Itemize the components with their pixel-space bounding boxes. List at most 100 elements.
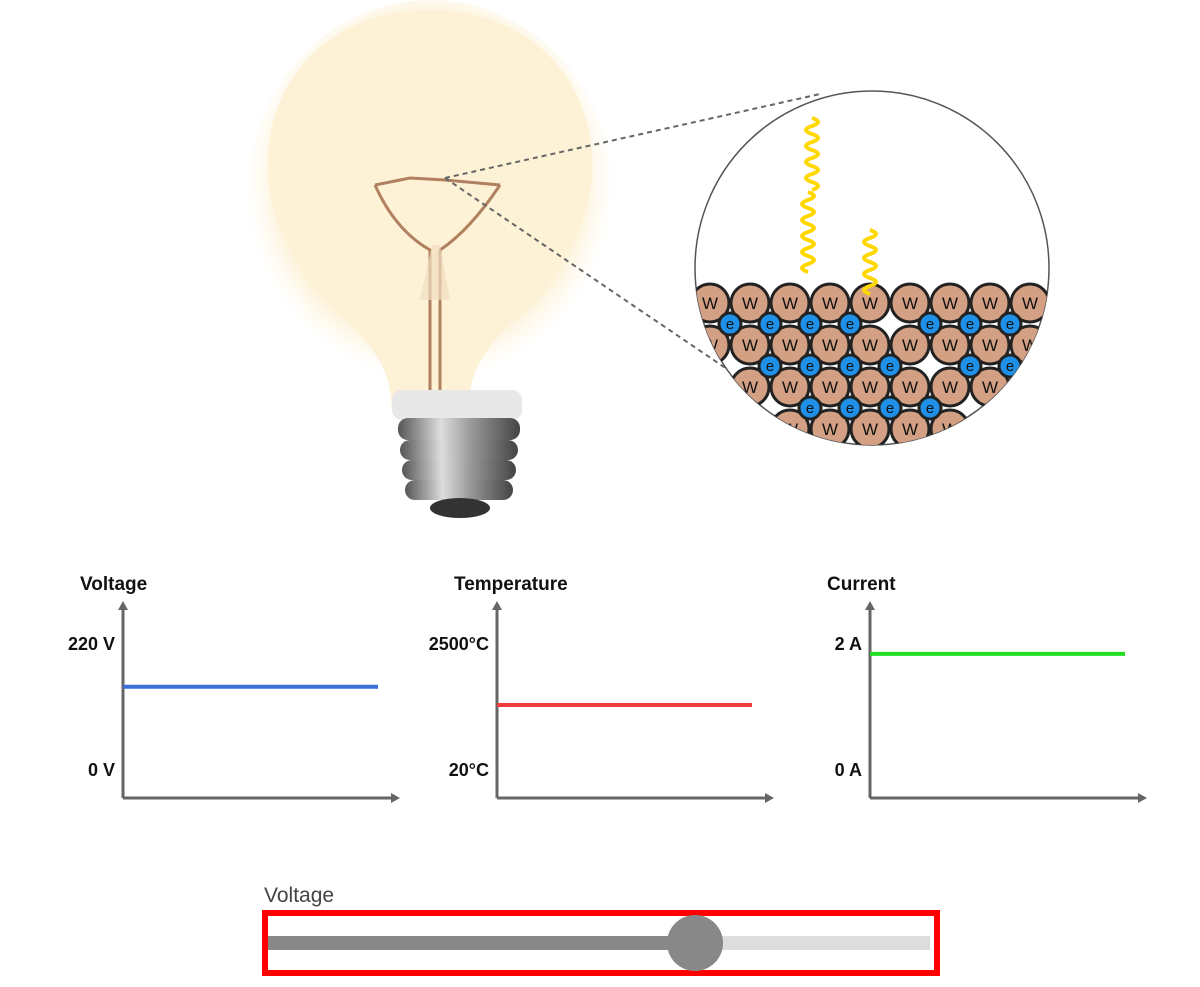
atom-label: W (862, 378, 878, 397)
atom-label: W (742, 378, 758, 397)
chart-axis (868, 608, 1140, 800)
y-min-label: 0 A (834, 760, 862, 780)
tungsten-atom (809, 282, 851, 324)
atom-label: W (982, 420, 998, 439)
chart-axis (121, 608, 393, 800)
electron-label: e (886, 400, 894, 417)
tungsten-atom (929, 282, 971, 324)
electron (797, 353, 823, 379)
tungsten-atom (969, 408, 1011, 445)
tungsten-atom (969, 282, 1011, 324)
electron-label: e (926, 316, 934, 333)
atom-label: W (862, 294, 878, 313)
chart-title: Temperature (454, 574, 568, 595)
voltage-slider-fill (268, 936, 695, 950)
tungsten-atom (849, 408, 891, 445)
zoom-guide-line (444, 93, 821, 179)
electron-label: e (846, 358, 854, 375)
axis-arrow-icon (865, 601, 1147, 803)
electron-label: e (726, 316, 734, 333)
tungsten-atom (695, 366, 731, 408)
y-max-label: 2 A (834, 634, 862, 654)
tungsten-atom (695, 408, 731, 445)
slider-label: Voltage (264, 884, 335, 907)
atom-label: W (942, 294, 958, 313)
atom-label: W (862, 336, 878, 355)
atom-label: W (982, 294, 998, 313)
electron-label: e (1006, 316, 1014, 333)
tungsten-atom (769, 282, 811, 324)
tungsten-atom (1009, 282, 1049, 324)
atom-label: W (822, 336, 838, 355)
electron-label: e (806, 400, 814, 417)
atom-label: W (1022, 294, 1038, 313)
atom-label: W (822, 294, 838, 313)
tungsten-atom (969, 324, 1011, 366)
axis-arrow-icon (118, 601, 400, 803)
light-bulb-image (245, 0, 615, 518)
electron (797, 311, 823, 337)
electron (957, 353, 983, 379)
atom-label: W (942, 378, 958, 397)
atom-label: W (982, 336, 998, 355)
electron-label: e (926, 400, 934, 417)
electron-label: e (966, 316, 974, 333)
chart-title: Current (827, 574, 896, 595)
photon-wave (800, 190, 816, 274)
y-min-label: 0 V (87, 760, 115, 780)
tungsten-atom (929, 324, 971, 366)
tungsten-atom (729, 282, 771, 324)
atom-label: W (982, 378, 998, 397)
electron (877, 395, 903, 421)
photon-wave (804, 116, 820, 192)
axis-arrow-icon (492, 601, 774, 803)
atom-label: W (902, 294, 918, 313)
atom-label: W (702, 378, 718, 397)
voltage-slider-thumb[interactable] (666, 915, 723, 971)
tungsten-atom (849, 366, 891, 408)
electron (837, 395, 863, 421)
tungsten-atom (809, 324, 851, 366)
tungsten-atom (769, 324, 811, 366)
atom-label: W (862, 420, 878, 439)
atom-label: W (902, 336, 918, 355)
tungsten-atom (769, 366, 811, 408)
electron (917, 395, 943, 421)
tungsten-atom (1009, 366, 1049, 408)
electron-label: e (966, 358, 974, 375)
atom-label: W (1022, 420, 1038, 439)
tungsten-atom (889, 408, 931, 445)
electron (837, 353, 863, 379)
atom-label: W (942, 336, 958, 355)
atom-label: W (782, 336, 798, 355)
tungsten-atom (929, 366, 971, 408)
electron-label: e (846, 400, 854, 417)
electron (997, 311, 1023, 337)
electron (757, 311, 783, 337)
electron-label: e (806, 316, 814, 333)
atom-label: W (702, 420, 718, 439)
y-min-label: 20°C (448, 760, 489, 780)
tungsten-atom (1009, 408, 1049, 445)
photon-wave (862, 228, 878, 296)
tungsten-atom (849, 324, 891, 366)
tungsten-atom (729, 324, 771, 366)
tungsten-atom (889, 366, 931, 408)
atom-label: W (742, 294, 758, 313)
y-max-label: 2500°C (428, 634, 489, 654)
electron-label: e (886, 358, 894, 375)
electron (837, 311, 863, 337)
atom-label: W (742, 420, 758, 439)
y-max-label: 220 V (67, 634, 115, 654)
atom-label: W (782, 294, 798, 313)
electron-label: e (806, 358, 814, 375)
electron-label: e (846, 316, 854, 333)
electron (877, 353, 903, 379)
electron (917, 311, 943, 337)
electron (957, 311, 983, 337)
tungsten-atom (729, 408, 771, 445)
slider-highlight-box (262, 910, 940, 976)
atom-label: W (1022, 336, 1038, 355)
atom-label: W (822, 378, 838, 397)
